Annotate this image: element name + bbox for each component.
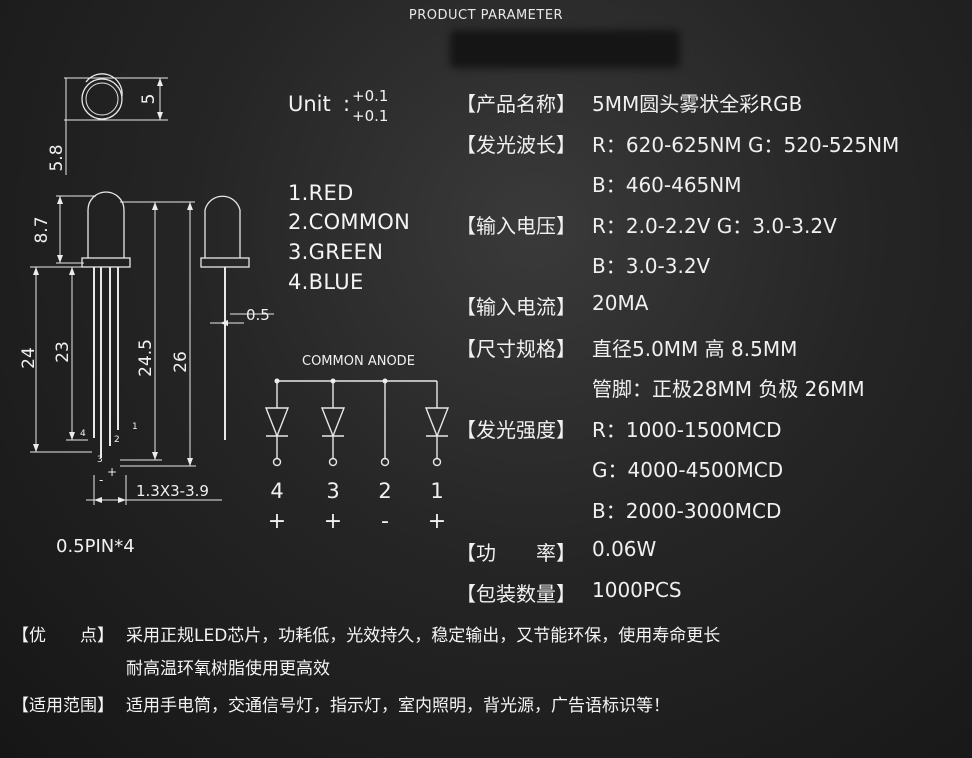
unit-tolerance-plus: +0.1 [352, 87, 389, 105]
advantages-label: 【优 点】 [12, 626, 114, 646]
page-title: PRODUCT PARAMETER [408, 8, 564, 23]
dim-width: 5 [139, 94, 159, 105]
applications-text: 适用手电筒，交通信号灯，指示灯，室内照明，背光源，广告语标识等！ [126, 696, 670, 716]
pin-list-item: 1.RED [288, 181, 354, 205]
pin-caption: 0.5PIN*4 [56, 536, 135, 557]
pin-num-3: 3 [97, 455, 103, 465]
circuit-pin-sign: + [268, 509, 286, 534]
circuit-pin-sign: + [428, 509, 446, 534]
dim-23: 23 [53, 341, 73, 363]
led-top-view-outer [81, 78, 123, 120]
pin-num-4: 4 [80, 429, 86, 439]
circuit-pin-num: 4 [270, 479, 283, 503]
spec-label-size: 【尺寸规格】 [456, 337, 576, 361]
spec-label-packing: 【包装数量】 [456, 582, 576, 606]
spec-value-voltage-b: B：3.0-3.2V [592, 254, 711, 278]
pin-num-1: 1 [132, 422, 138, 432]
spec-value-wavelength-b: B：460-465NM [592, 173, 742, 197]
unit-label: Unit [288, 92, 331, 116]
pin-list-item: 2.COMMON [288, 210, 411, 234]
spec-label-intensity: 【发光强度】 [456, 418, 576, 442]
advantages-text: 采用正规LED芯片，功耗低，光效持久，稳定输出，又节能环保，使用寿命更长 [126, 626, 721, 646]
circuit-pin-num: 3 [326, 479, 339, 503]
spec-value-intensity-g: G：4000-4500MCD [592, 458, 784, 482]
spec-value-pins: 管脚：正极28MM 负极 26MM [592, 377, 865, 401]
dim-dome-height: 8.7 [32, 216, 52, 243]
dim-pitch: 1.3X3-3.9 [136, 482, 209, 500]
led-dimension-drawing: 5 5.8 8.7 24 23 24.5 26 0.5 1.3X3-3.9 4 … [19, 73, 274, 557]
spec-label-current: 【输入电流】 [456, 295, 576, 319]
applications-label: 【适用范围】 [12, 696, 114, 716]
circuit-pin-sign: - [381, 509, 389, 534]
common-anode-circuit: COMMON ANODE 4 3 2 1 + + - + [264, 354, 450, 534]
circuit-title: COMMON ANODE [302, 354, 415, 369]
unit-tolerance-minus: +0.1 [352, 107, 389, 125]
spec-value-intensity-r: R：1000-1500MCD [592, 418, 782, 442]
led-body-outline [87, 191, 125, 258]
spec-value-power: 0.06W [592, 537, 657, 561]
led-side-view-outline [204, 195, 241, 258]
dim-top-height: 5.8 [47, 144, 67, 171]
spec-value-current: 20MA [592, 291, 649, 315]
spec-value-voltage: R：2.0-2.2V G：3.0-3.2V [592, 214, 837, 238]
advantages-text-cont: 耐高温环氧树脂使用更高效 [126, 659, 330, 679]
spec-value-product-name: 5MM圆头雾状全彩RGB [592, 92, 803, 116]
spec-value-wavelength: R：620-625NM G：520-525NM [592, 133, 900, 157]
pin-sign-plus: + [107, 465, 117, 479]
title-shadow-bar [450, 30, 680, 68]
dim-lead: 0.5 [246, 306, 270, 324]
spec-value-packing: 1000PCS [592, 578, 682, 602]
dim-24: 24 [19, 347, 39, 369]
dim-26: 26 [171, 351, 191, 373]
spec-value-intensity-b: B：2000-3000MCD [592, 499, 782, 523]
pin-list-item: 4.BLUE [288, 270, 364, 294]
spec-label-wavelength: 【发光波长】 [456, 133, 576, 157]
spec-label-voltage: 【输入电压】 [456, 214, 576, 238]
spec-label-product-name: 【产品名称】 [456, 92, 576, 116]
pin-num-2: 2 [114, 435, 120, 445]
pin-list-item: 3.GREEN [288, 240, 384, 264]
spec-value-size: 直径5.0MM 高 8.5MM [592, 337, 798, 361]
dim-24-5: 24.5 [136, 339, 156, 377]
circuit-pin-num: 1 [430, 479, 443, 503]
pin-sign-minus: - [99, 473, 103, 487]
circuit-pin-sign: + [324, 509, 342, 534]
circuit-pin-num: 2 [378, 479, 391, 503]
unit-colon: : [343, 92, 351, 116]
spec-label-power: 【功 率】 [456, 541, 576, 565]
